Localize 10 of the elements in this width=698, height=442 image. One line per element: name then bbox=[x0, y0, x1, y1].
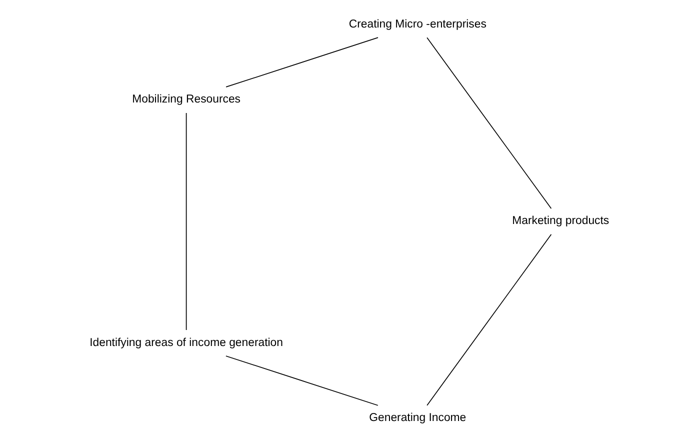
node-text: Identifying areas of income generation bbox=[90, 336, 284, 348]
connector bbox=[186, 112, 187, 330]
node-text: Marketing products bbox=[512, 214, 610, 227]
connector bbox=[426, 233, 552, 406]
connector bbox=[426, 36, 552, 208]
node-text: Generating Income bbox=[369, 412, 466, 424]
node-text: Mobilizing Resources bbox=[132, 93, 241, 106]
node-text: Creating Micro -enterprises bbox=[348, 18, 486, 30]
connector bbox=[226, 36, 378, 87]
connector bbox=[226, 355, 378, 406]
